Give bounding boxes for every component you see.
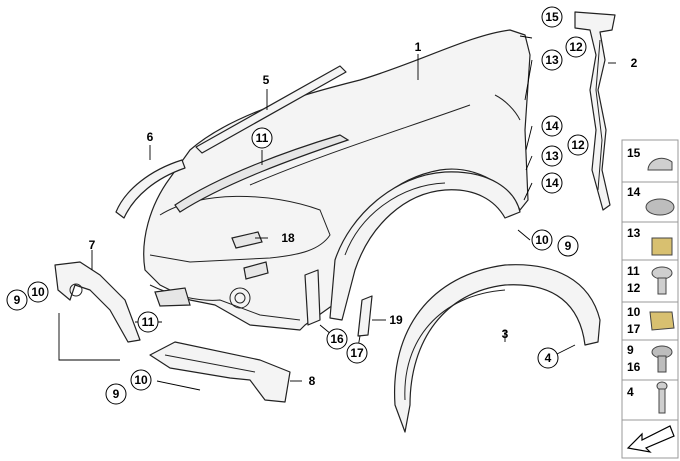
svg-text:10: 10 [535,233,549,247]
callout-circle-10a: 10 [531,229,553,251]
trim-piece-19 [357,295,373,337]
lower-bracket [149,341,291,403]
svg-text:11: 11 [256,131,269,145]
callout-labels: 1 2 3 5 6 7 8 18 19 15 12 13 14 12 [6,6,638,405]
callout-circle-11b: 11 [137,311,159,333]
callout-circle-10c: 10 [130,369,152,391]
callout-7: 7 [89,238,96,252]
callout-circle-13b: 13 [541,145,563,167]
callout-5: 5 [263,73,270,87]
callout-circle-9b: 9 [6,289,28,311]
trim-piece-16 [304,269,321,326]
callout-circle-4: 4 [537,347,559,369]
svg-text:14: 14 [545,176,559,190]
leader-lines [58,35,616,391]
callout-circle-9a: 9 [557,235,579,257]
direction-arrow-icon [626,425,675,453]
callout-circle-16: 16 [326,328,348,350]
legend-13: 13 [627,226,641,240]
svg-text:9: 9 [113,387,120,401]
callout-circle-11a: 11 [251,127,273,149]
callout-circle-13a: 13 [541,49,563,71]
svg-text:14: 14 [545,119,559,133]
legend-12: 12 [627,281,641,295]
moulding-strip [195,65,347,154]
callout-6: 6 [147,130,154,144]
legend-11: 11 [627,264,640,278]
callout-2: 2 [631,56,638,70]
svg-text:9: 9 [565,239,572,253]
wheel-arch-liner [393,264,601,433]
svg-text:10: 10 [134,373,148,387]
callout-18: 18 [281,231,295,245]
svg-text:4: 4 [545,351,552,365]
legend-17: 17 [627,322,641,336]
callout-circle-9c: 9 [105,383,127,405]
svg-text:9: 9 [14,293,21,307]
callout-19: 19 [389,313,403,327]
legend-15: 15 [627,146,641,160]
svg-text:13: 13 [545,149,559,163]
legend-14: 14 [627,185,641,199]
callout-circle-12a: 12 [565,36,587,58]
callout-circle-17: 17 [346,342,368,364]
callout-circle-15: 15 [541,6,563,28]
small-trim [115,159,186,219]
callout-circle-12b: 12 [567,134,589,156]
front-fender [143,29,531,331]
seal-strip [174,134,350,213]
svg-text:11: 11 [142,315,155,329]
vertical-seal [574,11,616,211]
svg-text:10: 10 [31,285,45,299]
legend-16: 16 [627,360,641,374]
fastener-legend: 15 14 13 11 12 10 17 9 16 4 [621,139,679,459]
callout-circle-10b: 10 [27,281,49,303]
callout-3: 3 [502,327,509,341]
legend-9: 9 [627,343,634,357]
callout-circle-14b: 14 [541,172,563,194]
legend-4: 4 [627,385,634,399]
svg-text:12: 12 [569,40,583,54]
left-bracket [54,261,141,343]
svg-text:15: 15 [545,10,559,24]
svg-text:13: 13 [545,53,559,67]
svg-text:17: 17 [350,346,364,360]
svg-text:12: 12 [571,138,585,152]
callout-8: 8 [309,374,316,388]
callout-1: 1 [415,40,422,54]
svg-text:16: 16 [330,332,344,346]
callout-circle-14a: 14 [541,115,563,137]
legend-10: 10 [627,305,641,319]
